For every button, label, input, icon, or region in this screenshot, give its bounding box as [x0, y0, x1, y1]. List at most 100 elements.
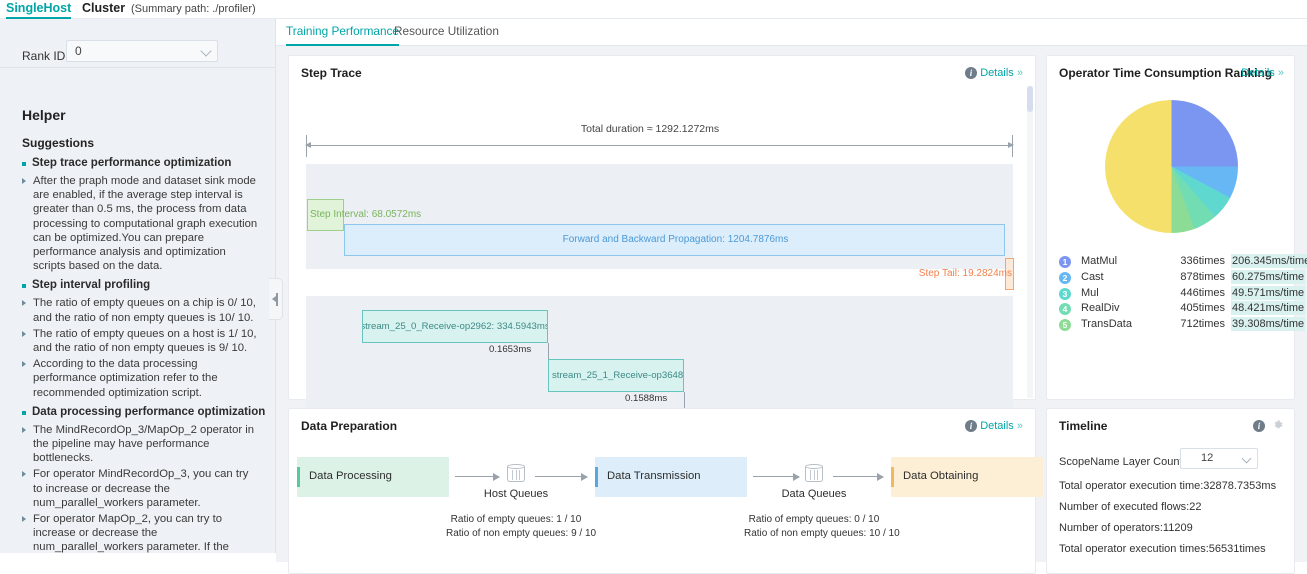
top-bar: SingleHost Cluster (Summary path: ./prof… — [0, 0, 1307, 19]
stage-data-transmission[interactable]: Data Transmission — [595, 457, 747, 497]
stage-data-obtaining[interactable]: Data Obtaining — [891, 457, 1043, 497]
info-icon[interactable]: i — [1253, 420, 1265, 432]
empty-ratio: Ratio of empty queues: 0 / 10 — [748, 514, 880, 525]
chevron-down-icon — [200, 45, 212, 57]
operator-name: MatMul — [1081, 255, 1118, 267]
rank-badge: 4 — [1059, 303, 1071, 316]
top-tab-cluster[interactable]: Cluster — [82, 1, 126, 15]
queue-line — [515, 470, 517, 480]
pie-slices — [1105, 100, 1238, 233]
queue-line — [519, 470, 521, 480]
operator-times: 446times — [1180, 286, 1225, 299]
timeline-stat: Number of executed flows:22 — [1059, 501, 1202, 513]
duration-arrow — [305, 142, 1014, 148]
queue-line — [810, 470, 812, 480]
suggestion-item: According to the data processing perform… — [0, 357, 275, 400]
step-trace-scroll-thumb[interactable] — [1027, 86, 1033, 112]
suggestion-item: The ratio of empty queues on a chip is 0… — [0, 296, 275, 324]
suggestion-item: The MindRecordOp_3/MapOp_2 operator in t… — [0, 423, 275, 466]
info-icon[interactable]: i — [965, 67, 977, 79]
data-queues-label: Data Queues — [781, 488, 847, 500]
scope-name-label: ScopeName Layer Counts: — [1059, 456, 1192, 468]
suggestion-group-heading: Step trace performance optimization — [0, 156, 275, 171]
operator-name: Mul — [1081, 286, 1099, 299]
stream-connector — [684, 392, 685, 408]
step-interval-box[interactable]: Step Interval: 68.0572ms — [307, 199, 421, 231]
stream-label: stream_25_0_Receive-op2962: 334.5943ms — [363, 321, 547, 332]
stream-box[interactable]: stream_25_0_Receive-op2962: 334.5943ms — [362, 310, 548, 343]
suggestion-item: For operator MindRecordOp_3, you can try… — [0, 467, 275, 510]
forward-backward-box[interactable]: Forward and Backward Propagation: 1204.7… — [344, 224, 1005, 256]
queue-top — [507, 464, 525, 469]
stream-gap-label: 0.1588ms — [625, 393, 668, 404]
operator-ranking-details-link[interactable]: Details — [1241, 67, 1284, 79]
flow-arrow — [833, 471, 884, 482]
rank-id-select[interactable]: 0 — [66, 40, 218, 62]
stage-label: Data Obtaining — [903, 470, 979, 482]
suggestion-item: For operator MapOp_2, you can try to inc… — [0, 512, 275, 553]
stream-gap-label: 0.1653ms — [489, 344, 532, 355]
queue-line — [817, 470, 819, 480]
step-trace-details-link[interactable]: Details — [980, 67, 1023, 79]
rank-badge: 2 — [1059, 271, 1071, 284]
rank-badge: 1 — [1059, 256, 1071, 268]
flow-arrow — [753, 471, 800, 482]
info-icon[interactable]: i — [965, 420, 977, 432]
stage-label: Data Transmission — [607, 470, 701, 482]
empty-ratio: Ratio of empty queues: 1 / 10 — [450, 514, 582, 525]
non-empty-ratio: Ratio of non empty queues: 10 / 10 — [744, 528, 900, 539]
stream-box[interactable]: stream_25_1_Receive-op3648: 241... — [548, 359, 684, 392]
suggestion-group: Data processing performance optimization… — [0, 405, 275, 553]
operator-legend-row[interactable]: 2 Cast 878times 60.275ms/time — [1059, 269, 1306, 286]
data-queues-icon — [805, 464, 823, 483]
operator-pie-chart[interactable] — [1105, 100, 1238, 233]
operator-avg-time: 60.275ms/time — [1231, 269, 1306, 284]
top-tab-singlehost[interactable]: SingleHost — [6, 0, 72, 19]
step-interval-label: Step Interval: 68.0572ms — [310, 209, 422, 220]
step-trace-title: Step Trace — [301, 66, 362, 80]
stream-label: stream_25_1_Receive-op3648: 241... — [552, 370, 683, 381]
scope-name-select[interactable]: 12 — [1180, 448, 1258, 469]
queue-line — [512, 470, 514, 480]
total-duration-label: Total duration ≈ 1292.1272ms — [580, 123, 720, 135]
sidebar-collapse-handle[interactable] — [269, 278, 283, 320]
step-tail-box[interactable]: Step Tail: 19.2824ms — [919, 258, 1014, 290]
data-preparation-title: Data Preparation — [301, 419, 398, 433]
operator-times: 405times — [1180, 302, 1225, 315]
operator-avg-time: 48.421ms/time — [1231, 301, 1306, 316]
timeline-title: Timeline — [1059, 419, 1108, 433]
flow-arrow — [535, 471, 588, 482]
helper-title: Helper — [22, 107, 66, 123]
queue-body — [805, 467, 823, 482]
suggestions-list: Step trace performance optimization Afte… — [0, 156, 275, 553]
chevron-down-icon — [1241, 453, 1252, 464]
summary-path-text: (Summary path: ./profiler) — [131, 3, 256, 15]
non-empty-ratio: Ratio of non empty queues: 9 / 10 — [446, 528, 597, 539]
data-preparation-details-link[interactable]: Details — [980, 420, 1023, 432]
main-content: Training Performance Resource Utilizatio… — [276, 19, 1307, 574]
operator-name: Cast — [1081, 270, 1104, 283]
host-queues-label: Host Queues — [483, 488, 549, 500]
chevron-left-icon — [272, 296, 276, 302]
main-tab-bar: Training Performance Resource Utilizatio… — [276, 19, 1307, 46]
step-trace-scroll-track[interactable] — [1027, 86, 1033, 398]
host-queue-ratios: Ratio of empty queues: 1 / 10 Ratio of n… — [446, 513, 597, 541]
rank-badge: 5 — [1059, 319, 1071, 332]
tab-resource-utilization[interactable]: Resource Utilization — [394, 24, 499, 38]
step-trace-card: Step Trace i Details Total duration ≈ 12… — [288, 55, 1036, 439]
operator-avg-time: 39.308ms/time — [1231, 317, 1306, 332]
operator-times: 878times — [1180, 270, 1225, 283]
host-queues-icon — [507, 464, 525, 483]
flow-arrow — [455, 471, 500, 482]
rank-badge: 3 — [1059, 287, 1071, 300]
suggestions-title: Suggestions — [22, 136, 95, 150]
tab-training-performance[interactable]: Training Performance — [286, 24, 399, 46]
stage-data-processing[interactable]: Data Processing — [297, 457, 449, 497]
stream-connector — [548, 343, 549, 359]
collapse-bar — [276, 293, 278, 306]
gear-icon[interactable] — [1271, 419, 1284, 432]
